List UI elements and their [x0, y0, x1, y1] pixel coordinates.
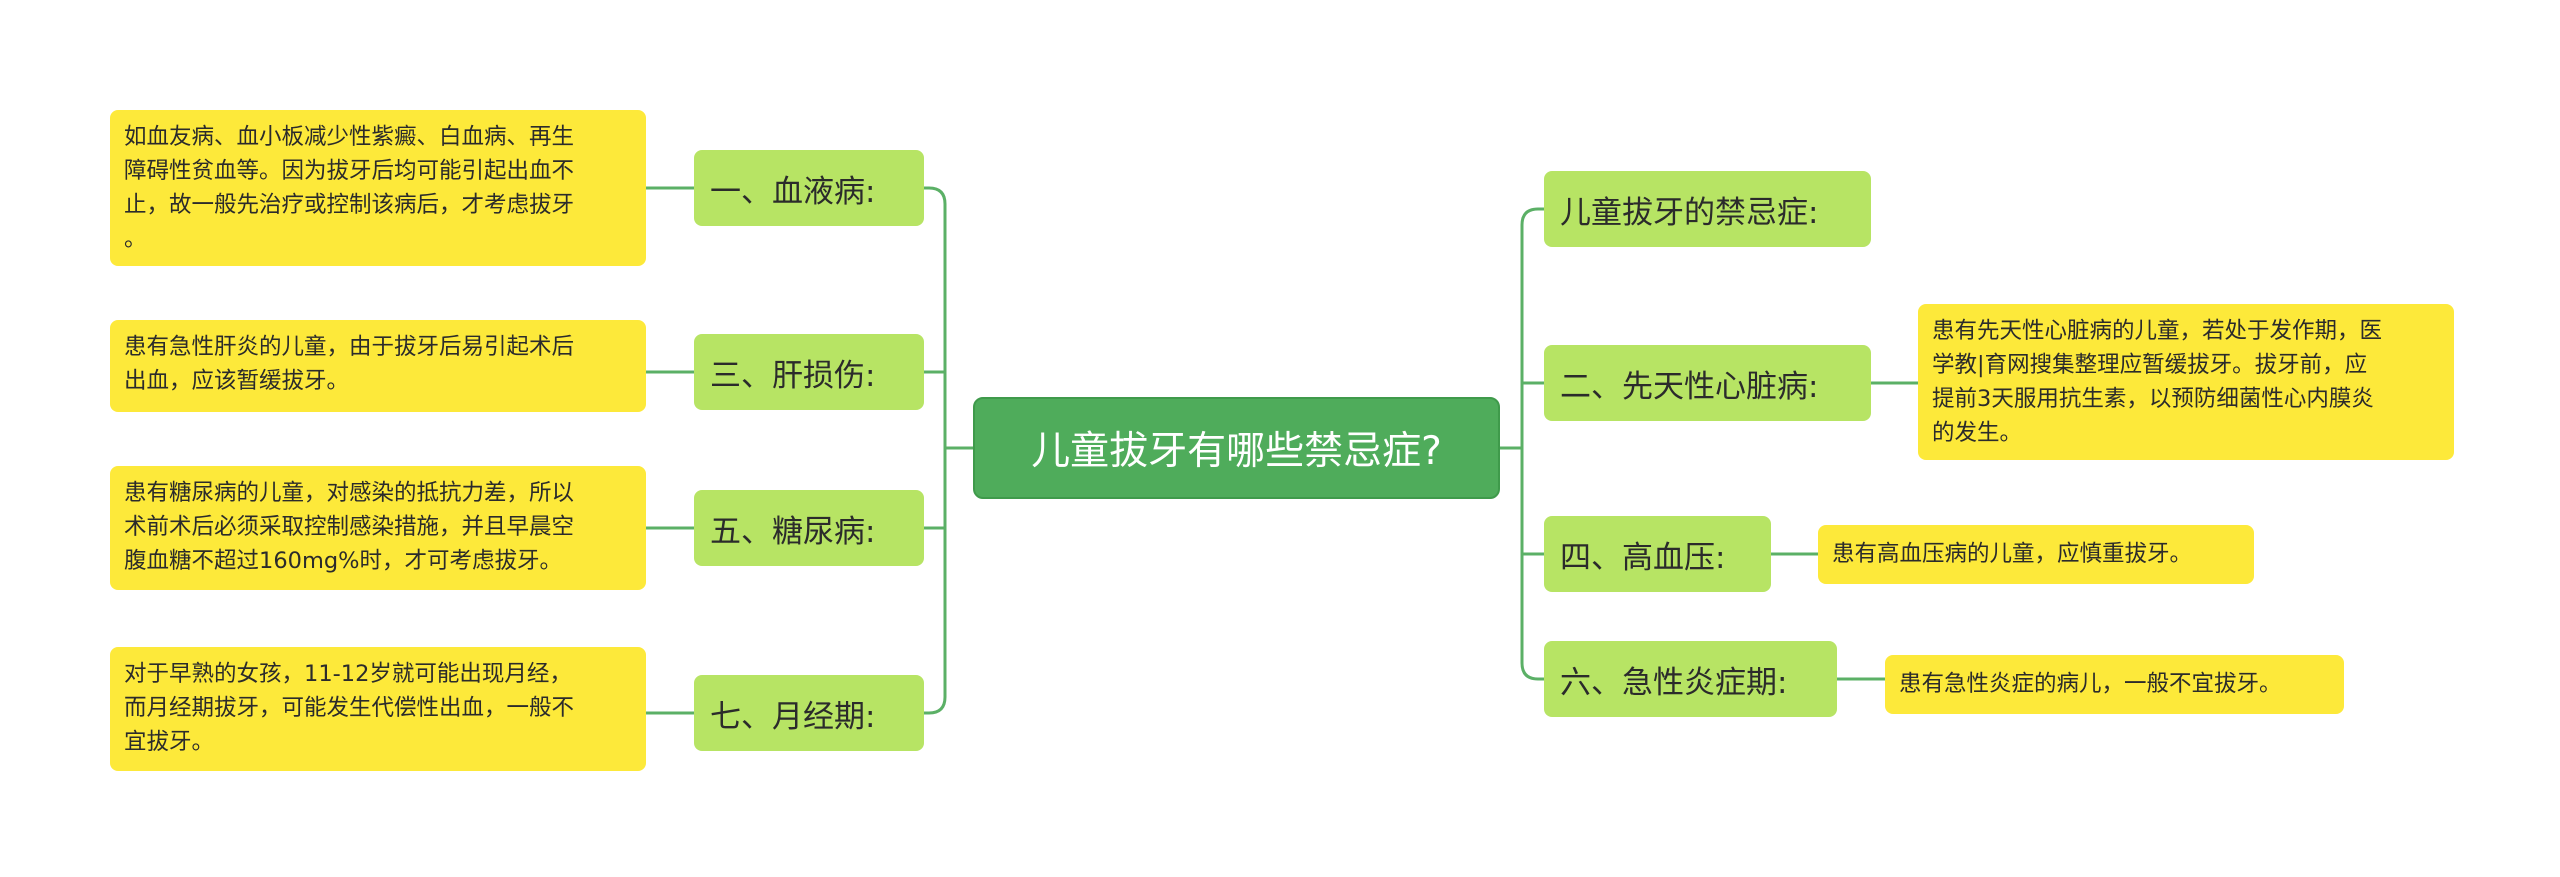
branch-blood-disease[interactable]: 一、血液病: [694, 150, 924, 226]
leaf-text-line: 患有糖尿病的儿童，对感染的抵抗力差，所以 [124, 480, 575, 506]
branch-acute-inflammation[interactable]: 六、急性炎症期: [1544, 641, 1837, 717]
branch-liver-damage[interactable]: 三、肝损伤: [694, 334, 924, 410]
branch-label: 三、肝损伤: [710, 357, 876, 394]
leaf-blood-disease[interactable]: 如血友病、血小板减少性紫癜、白血病、再生 障碍性贫血等。因为拔牙后均可能引起出血… [110, 110, 646, 266]
leaf-text-line: 宜拔牙。 [124, 729, 215, 755]
connector-left-1 [924, 186, 947, 205]
branch-label: 五、糖尿病: [710, 513, 876, 550]
leaf-text-line: 对于早熟的女孩，11-12岁就可能出现月经， [124, 661, 572, 687]
leaf-menstrual-period[interactable]: 对于早熟的女孩，11-12岁就可能出现月经， 而月经期拔牙，可能发生代偿性出血，… [110, 647, 646, 771]
connector-right-1 [1520, 207, 1544, 226]
leaf-text-line: 出血，应该暂缓拔牙。 [124, 368, 350, 394]
branch-label: 一、血液病: [710, 173, 876, 210]
branch-hypertension[interactable]: 四、高血压: [1544, 516, 1771, 592]
root-topic[interactable]: 儿童拔牙有哪些禁忌症? [973, 397, 1500, 499]
branch-congenital-heart-disease[interactable]: 二、先天性心脏病: [1544, 345, 1871, 421]
leaf-text-line: 如血友病、血小板减少性紫癜、白血病、再生 [124, 124, 575, 150]
leaf-text-line: 患有高血压病的儿童，应慎重拔牙。 [1832, 541, 2193, 567]
leaf-congenital-heart-disease[interactable]: 患有先天性心脏病的儿童，若处于发作期，医 学教|育网搜集整理应暂缓拔牙。拔牙前，… [1918, 304, 2454, 460]
leaf-text-line: 腹血糖不超过160mg%时，才可考虑拔牙。 [124, 548, 563, 574]
root-topic-label: 儿童拔牙有哪些禁忌症? [1031, 429, 1442, 474]
leaf-text-line: 。 [124, 226, 147, 252]
leaf-text-line: 而月经期拔牙，可能发生代偿性出血，一般不 [124, 695, 575, 721]
leaf-text-line: 患有先天性心脏病的儿童，若处于发作期，医 [1932, 318, 2383, 344]
branch-contraindications[interactable]: 儿童拔牙的禁忌症: [1544, 171, 1871, 247]
leaf-text-line: 障碍性贫血等。因为拔牙后均可能引起出血不 [124, 158, 575, 184]
leaf-text-line: 患有急性炎症的病儿，一般不宜拔牙。 [1899, 671, 2282, 697]
branch-label: 儿童拔牙的禁忌症: [1560, 194, 1819, 231]
branch-label: 六、急性炎症期: [1560, 664, 1788, 701]
leaf-text-line: 的发生。 [1932, 420, 2023, 446]
leaf-text-line: 患有急性肝炎的儿童，由于拔牙后易引起术后 [124, 334, 575, 360]
leaf-diabetes[interactable]: 患有糖尿病的儿童，对感染的抵抗力差，所以 术前术后必须采取控制感染措施，并且早晨… [110, 466, 646, 590]
leaf-liver-damage[interactable]: 患有急性肝炎的儿童，由于拔牙后易引起术后 出血，应该暂缓拔牙。 [110, 320, 646, 412]
branch-label: 七、月经期: [710, 698, 876, 735]
leaf-text-line: 学教|育网搜集整理应暂缓拔牙。拔牙前，应 [1932, 352, 2368, 378]
branch-label: 二、先天性心脏病: [1560, 368, 1819, 405]
branch-diabetes[interactable]: 五、糖尿病: [694, 490, 924, 566]
leaf-text-line: 术前术后必须采取控制感染措施，并且早晨空 [124, 514, 575, 540]
connector-left-4 [924, 696, 947, 715]
branch-label: 四、高血压: [1560, 539, 1726, 576]
branch-menstrual-period[interactable]: 七、月经期: [694, 675, 924, 751]
leaf-hypertension[interactable]: 患有高血压病的儿童，应慎重拔牙。 [1818, 525, 2254, 584]
leaf-text-line: 止，故一般先治疗或控制该病后，才考虑拔牙 [124, 192, 575, 218]
connector-right-4 [1520, 662, 1544, 681]
leaf-text-line: 提前3天服用抗生素，以预防细菌性心内膜炎 [1932, 386, 2374, 412]
leaf-acute-inflammation[interactable]: 患有急性炎症的病儿，一般不宜拔牙。 [1885, 655, 2344, 714]
